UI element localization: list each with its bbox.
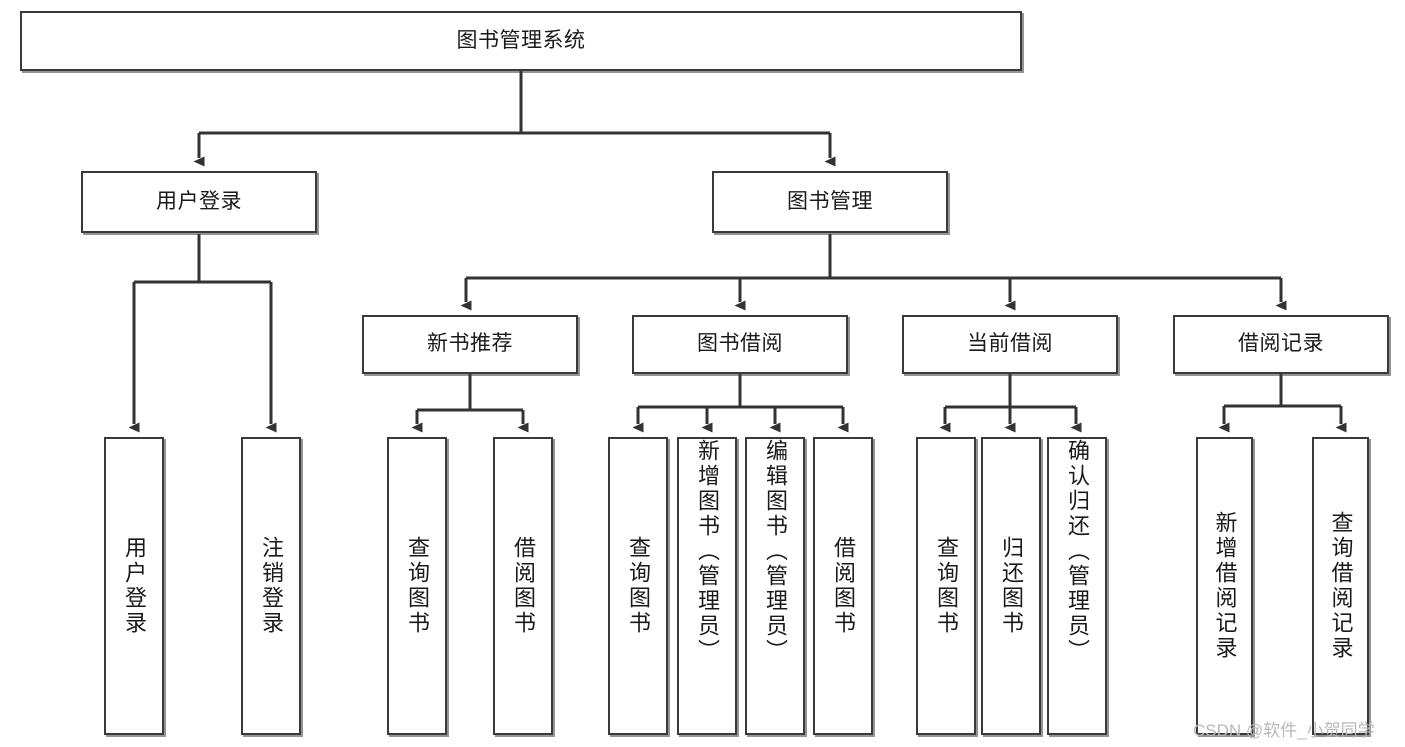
node-leaf-rec-query-book[interactable]: 查询图书 (387, 437, 447, 735)
node-new-book-rec[interactable]: 新书推荐 (362, 315, 578, 374)
node-user-login-label: 用户登录 (156, 189, 242, 213)
node-root[interactable]: 图书管理系统 (20, 11, 1022, 71)
node-leaf-current-confirm-return-label: 确认归还（管理员） (1065, 439, 1090, 664)
node-leaf-user-logout[interactable]: 注销登录 (241, 437, 301, 735)
node-leaf-current-confirm-return[interactable]: 确认归还（管理员） (1047, 437, 1107, 735)
node-book-manage-label: 图书管理 (787, 189, 873, 213)
node-leaf-record-add-label: 新增借阅记录 (1212, 511, 1238, 661)
node-leaf-rec-borrow-book[interactable]: 借阅图书 (493, 437, 553, 735)
node-leaf-borrow-query-book[interactable]: 查询图书 (608, 437, 668, 735)
node-current-borrow[interactable]: 当前借阅 (902, 315, 1118, 374)
node-book-borrow-label: 图书借阅 (697, 332, 783, 356)
node-leaf-borrow-add-book-label: 新增图书（管理员） (695, 439, 720, 664)
node-leaf-user-logout-label: 注销登录 (259, 536, 284, 636)
node-new-book-rec-label: 新书推荐 (427, 332, 513, 356)
node-borrow-record[interactable]: 借阅记录 (1173, 315, 1389, 374)
node-leaf-borrow-borrow-book[interactable]: 借阅图书 (813, 437, 873, 735)
node-current-borrow-label: 当前借阅 (967, 332, 1053, 356)
node-leaf-current-return-book[interactable]: 归还图书 (981, 437, 1041, 735)
node-borrow-record-label: 借阅记录 (1238, 332, 1324, 356)
node-leaf-user-login[interactable]: 用户登录 (104, 437, 164, 735)
node-leaf-record-add[interactable]: 新增借阅记录 (1196, 437, 1253, 735)
node-leaf-rec-borrow-book-label: 借阅图书 (511, 536, 536, 636)
csdn-watermark: CSDN @软件_小贺同学 (1193, 721, 1375, 740)
node-book-manage[interactable]: 图书管理 (712, 171, 948, 233)
node-leaf-record-query[interactable]: 查询借阅记录 (1312, 437, 1369, 735)
node-leaf-current-return-book-label: 归还图书 (999, 536, 1024, 636)
node-leaf-current-query-book[interactable]: 查询图书 (916, 437, 976, 735)
node-root-label: 图书管理系统 (456, 28, 586, 52)
node-leaf-current-query-book-label: 查询图书 (934, 536, 959, 636)
node-user-login[interactable]: 用户登录 (81, 171, 317, 233)
node-leaf-borrow-edit-book-label: 编辑图书（管理员） (763, 439, 788, 664)
node-leaf-user-login-label: 用户登录 (122, 536, 147, 636)
node-leaf-borrow-edit-book[interactable]: 编辑图书（管理员） (745, 437, 805, 735)
node-leaf-borrow-add-book[interactable]: 新增图书（管理员） (677, 437, 737, 735)
node-leaf-rec-query-book-label: 查询图书 (405, 536, 430, 636)
node-leaf-record-query-label: 查询借阅记录 (1328, 511, 1354, 661)
node-book-borrow[interactable]: 图书借阅 (632, 315, 848, 374)
node-leaf-borrow-query-book-label: 查询图书 (626, 536, 651, 636)
node-leaf-borrow-borrow-book-label: 借阅图书 (831, 536, 856, 636)
